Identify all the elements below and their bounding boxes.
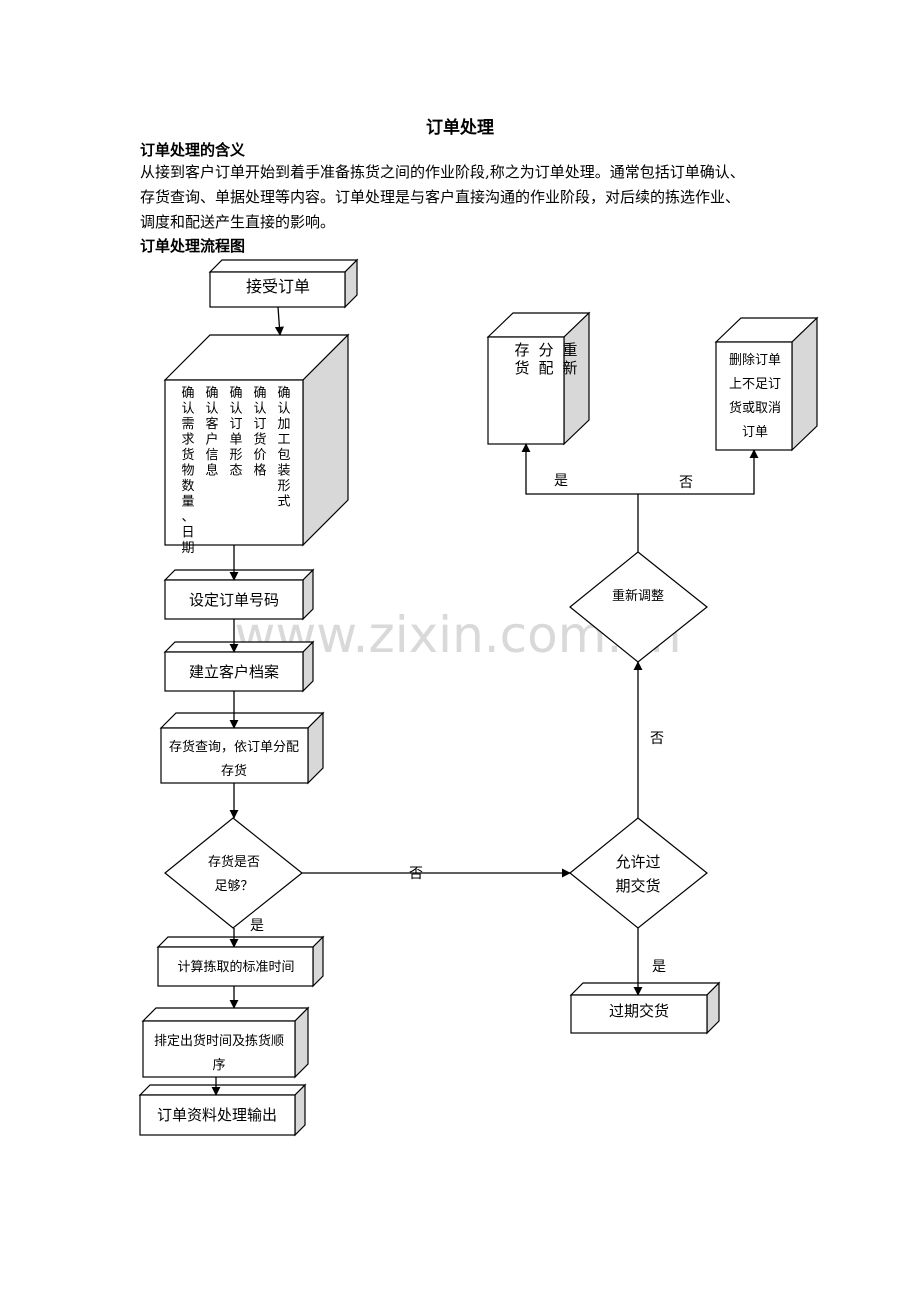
late-yes-label: 是 (652, 959, 666, 975)
set-order-number-box (163, 568, 315, 621)
confirm-order-box (163, 333, 350, 547)
delete-order-label-4: 订单 (742, 425, 768, 440)
section-heading-flowchart: 订单处理流程图 (140, 237, 246, 255)
confirm-column-2: 确认客户信息 (205, 386, 218, 479)
reallocate-column-1: 存货 (514, 341, 529, 377)
delete-order-label-2: 上不足订 (729, 377, 781, 392)
paragraph-line-2: 存货查询、单据处理等内容。订单处理是与客户直接沟通的作业阶段，对后续的拣选作业、 (140, 188, 741, 206)
calc-pick-time-label: 计算拣取的标准时间 (177, 959, 294, 975)
inventory-query-label-1: 存货查询，依订单分配 (169, 739, 299, 755)
inventory-enough-label-2: 足够？ (214, 879, 253, 894)
schedule-shipment-label-2: 序 (212, 1058, 225, 1073)
delete-order-box (714, 316, 819, 452)
reallocate-column-3: 重新 (562, 341, 577, 377)
late-no-label: 否 (650, 731, 664, 747)
calc-pick-time-box (156, 935, 325, 988)
confirm-column-1: 确认需求货物数量、日期 (181, 386, 194, 556)
section-heading-meaning: 订单处理的含义 (140, 141, 246, 159)
readjust-yes-label: 是 (554, 473, 568, 489)
readjust-no-label: 否 (679, 475, 693, 491)
inventory-query-label-2: 存货 (221, 763, 247, 779)
allow-late-label-1: 允许过 (615, 853, 660, 871)
delete-order-label-1: 删除订单 (729, 353, 781, 368)
late-delivery-label: 过期交货 (609, 1002, 669, 1020)
receive-order-box (208, 258, 359, 309)
schedule-shipment-label-1: 排定出货时间及拣货顺 (154, 1033, 284, 1049)
order-data-output-label: 订单资料处理输出 (157, 1106, 277, 1124)
enough-yes-label: 是 (250, 918, 264, 934)
allow-late-label-2: 期交货 (615, 877, 660, 895)
enough-no-label: 否 (409, 866, 423, 882)
page-title: 订单处理 (426, 118, 494, 138)
build-customer-file-label: 建立客户档案 (189, 663, 279, 681)
set-order-number-label: 设定订单号码 (189, 591, 279, 609)
confirm-column-3: 确认订单形态 (229, 386, 242, 479)
readjust-label: 重新调整 (612, 588, 664, 604)
inventory-query-box (159, 711, 325, 785)
confirm-column-4: 确认订货价格 (253, 386, 266, 479)
paragraph-line-1: 从接到客户订单开始到着手准备拣货之间的作业阶段,称之为订单处理。通常包括订单确认… (140, 163, 745, 181)
build-customer-file-box (163, 640, 315, 693)
allow-late-delivery-diamond (569, 817, 708, 929)
reallocate-column-2: 分配 (538, 341, 553, 377)
delete-order-label-3: 货或取消 (729, 400, 781, 416)
inventory-enough-diamond (164, 817, 303, 929)
paragraph-line-3: 调度和配送产生直接的影响。 (140, 213, 336, 231)
reallocate-inventory-box (486, 311, 591, 446)
confirm-column-5: 确认加工包装形式 (277, 386, 290, 510)
inventory-enough-label-1: 存货是否 (208, 854, 260, 870)
schedule-shipment-box (141, 1006, 310, 1079)
order-data-output-box (138, 1083, 307, 1137)
receive-order-label: 接受订单 (246, 277, 310, 296)
late-delivery-box (569, 981, 721, 1035)
